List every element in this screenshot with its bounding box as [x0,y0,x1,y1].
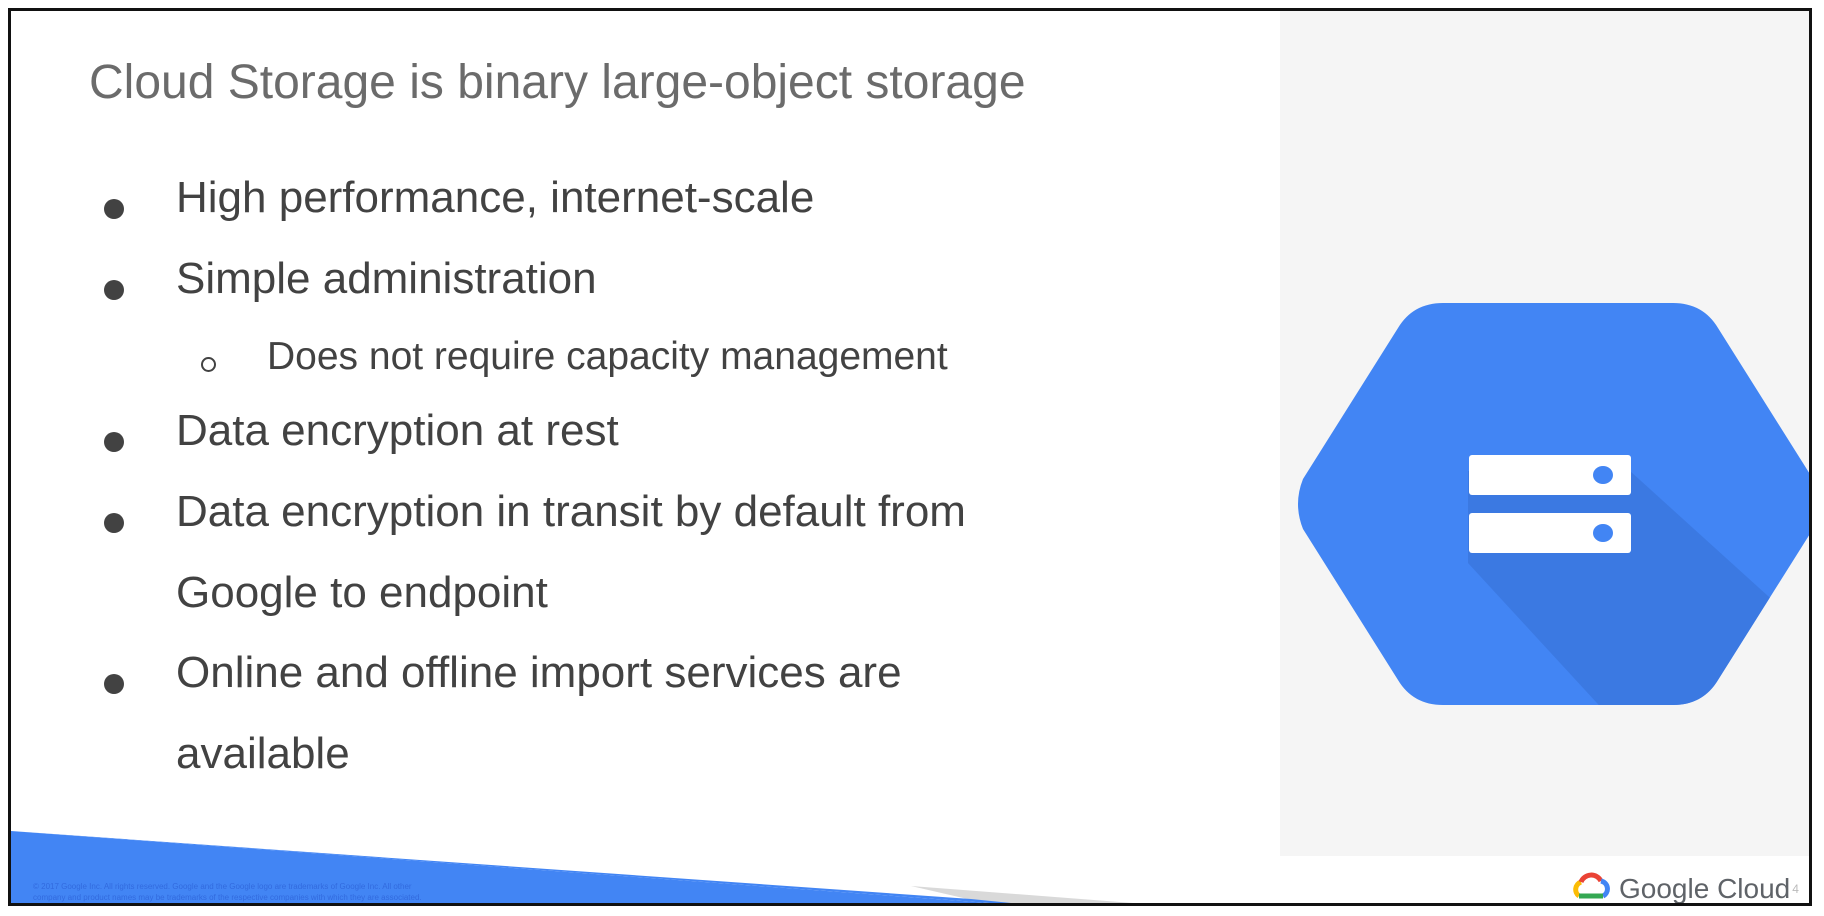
sub-bullet-text: Does not require capacity management [267,335,948,378]
copyright-line: company and product names may be tradema… [33,893,422,902]
bullet-dot [104,513,124,533]
page-number: 4 [1792,882,1799,896]
bullet-text: Data encryption at rest [176,406,619,455]
google-cloud-logo-icon [1571,872,1611,904]
bullet-circle [201,357,216,372]
bullet-dot [104,432,124,452]
bullet-text: Data encryption in transit by default fr… [176,487,966,536]
slide-title: Cloud Storage is binary large-object sto… [89,56,1026,109]
bullet-text: Google to endpoint [176,568,548,617]
copyright-line: © 2017 Google Inc. All rights reserved. … [33,882,412,891]
bullet-dot [104,674,124,694]
bullet-text: High performance, internet-scale [176,173,815,222]
copyright-notice: © 2017 Google Inc. All rights reserved. … [33,881,613,903]
bullet-list: High performance, internet-scale Simple … [11,11,1191,811]
bullet-dot [104,280,124,300]
cloud-storage-hexagon-icon [1293,293,1809,715]
bullet-text: Online and offline import services are [176,648,902,697]
bullet-dot [104,199,124,219]
bullet-text: Simple administration [176,254,597,303]
bullet-text: available [176,729,350,778]
brand-name: Google Cloud [1619,873,1791,904]
slide: Cloud Storage is binary large-object sto… [8,8,1812,906]
brand: Google Cloud 4 [1571,869,1799,904]
